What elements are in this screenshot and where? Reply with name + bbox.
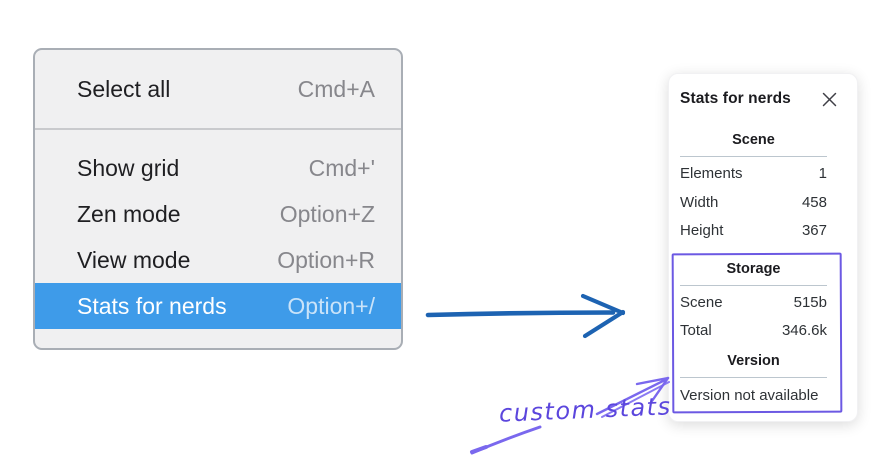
stat-label: Total [680, 322, 712, 339]
stat-value: 346.6k [781, 322, 827, 339]
menu-item-show-grid[interactable]: Show grid Cmd+' [35, 145, 401, 191]
stats-panel: Stats for nerds Scene Elements 1 Width 4… [668, 73, 858, 422]
menu-item-shortcut: Option+Z [279, 200, 375, 227]
section-rows: Scene 515b Total 346.6k [680, 286, 827, 346]
menu-item-view-mode[interactable]: View mode Option+R [35, 237, 401, 283]
menu-item-label: View mode [77, 246, 191, 273]
menu-section-top: Select all Cmd+A [35, 50, 401, 128]
stat-value: 515b [793, 293, 827, 311]
section-divider [680, 156, 827, 157]
stat-row-height: Height 367 [680, 217, 827, 246]
close-icon[interactable] [819, 89, 839, 109]
stat-value: 458 [801, 193, 827, 211]
annotation-custom-stats-label: custom stats [498, 392, 673, 428]
stat-label: Height [680, 222, 724, 239]
menu-item-label: Stats for nerds [77, 292, 227, 319]
version-note: Version not available [680, 386, 819, 404]
menu-divider [35, 128, 401, 130]
stats-section-storage: Storage Scene 515b Total 346.6k [680, 260, 827, 346]
section-rows: Elements 1 Width 458 Height 367 [680, 157, 827, 246]
stat-row-width: Width 458 [680, 189, 827, 218]
stat-value: 1 [818, 165, 827, 182]
section-heading: Version [727, 352, 780, 369]
section-heading: Storage [726, 260, 781, 277]
context-menu: Select all Cmd+A Show grid Cmd+' Zen mod… [33, 48, 403, 350]
section-divider [680, 284, 827, 286]
stat-label: Width [680, 193, 719, 211]
section-heading: Scene [732, 132, 775, 148]
section-divider [680, 376, 827, 378]
stats-section-scene: Scene Elements 1 Width 458 Height 367 [680, 131, 827, 246]
menu-section-bottom: Show grid Cmd+' Zen mode Option+Z View m… [35, 130, 401, 329]
menu-item-shortcut: Cmd+A [297, 75, 375, 102]
stat-row-total-size: Total 346.6k [680, 317, 827, 346]
stats-panel-header: Stats for nerds [680, 88, 839, 110]
stats-section-version: Version Version not available [680, 352, 827, 409]
menu-item-shortcut: Option+R [277, 246, 375, 273]
stat-row-elements: Elements 1 [680, 160, 827, 189]
menu-item-label: Select all [77, 75, 171, 102]
stat-row-scene-size: Scene 515b [680, 289, 827, 318]
stat-label: Elements [680, 165, 743, 182]
menu-item-stats-for-nerds[interactable]: Stats for nerds Option+/ [35, 283, 401, 329]
menu-item-zen-mode[interactable]: Zen mode Option+Z [35, 191, 401, 237]
menu-item-label: Zen mode [77, 200, 181, 227]
stats-panel-title: Stats for nerds [680, 90, 791, 107]
annotation-stroke [470, 425, 542, 455]
menu-item-shortcut: Option+/ [287, 292, 375, 319]
stat-label: Scene [680, 293, 723, 311]
menu-item-label: Show grid [77, 154, 180, 181]
menu-item-select-all[interactable]: Select all Cmd+A [35, 66, 401, 112]
stat-value: 367 [801, 222, 827, 239]
arrow-menu-to-panel [425, 293, 626, 339]
menu-item-shortcut: Cmd+' [308, 154, 375, 181]
